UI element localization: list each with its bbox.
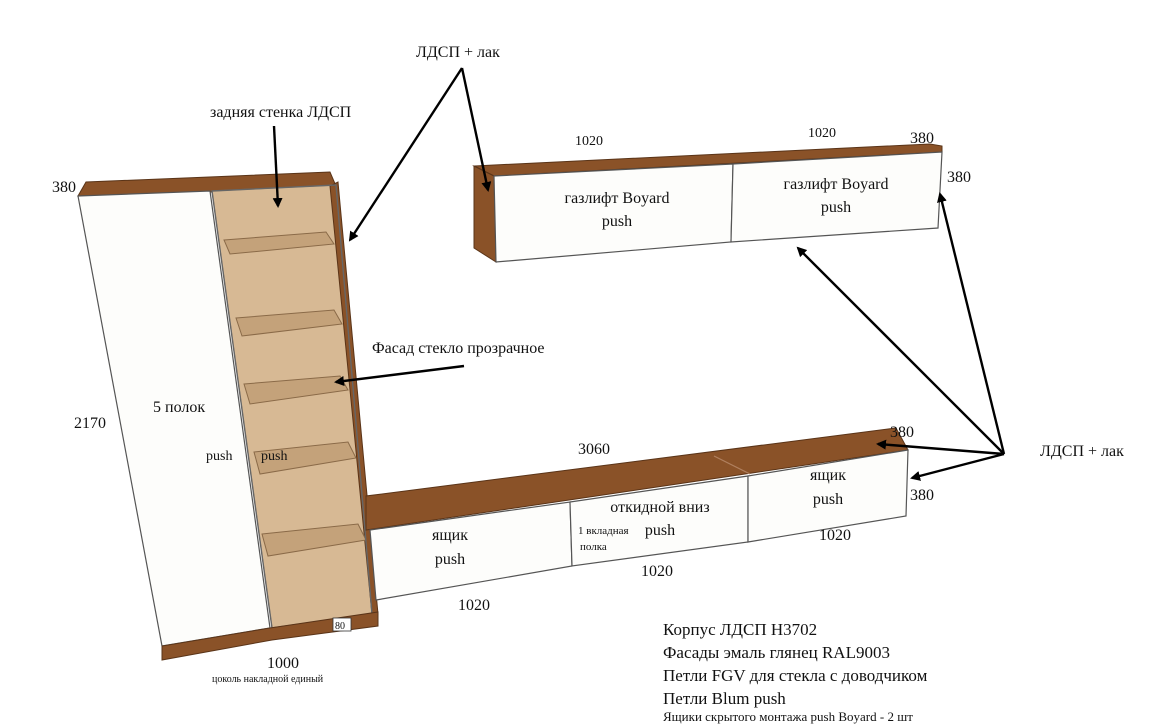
base-total-width-label: 3060 [578, 441, 610, 458]
shelf-2 [235, 309, 343, 337]
shelves-count-label: 5 полок [153, 399, 205, 416]
base-mid-label-line1: откидной вниз [610, 499, 709, 516]
spec-note-facades: Фасады эмаль глянец RAL9003 [663, 643, 890, 662]
arrow-side-to-wall-right [937, 192, 1006, 455]
arrow-top-to-tall [348, 67, 464, 242]
base-left-label-line1: ящик [432, 527, 468, 544]
tall-height-label: 2170 [74, 415, 106, 432]
base-mid-note-line2: полка [580, 541, 607, 553]
arrow-side-to-wall-mid [796, 246, 1005, 455]
tall-cabinet [77, 171, 379, 661]
base-unit [365, 427, 909, 601]
wall-right-label-line2: push [821, 199, 851, 216]
callout-back-wall: задняя стенка ЛДСП [210, 104, 352, 121]
shelf-1 [223, 231, 335, 255]
callout-arrows [272, 67, 1006, 481]
base-right-label-line1: ящик [810, 467, 846, 484]
base-unit-top-joint [713, 455, 751, 475]
push-right-label: push [261, 449, 287, 464]
arrow-back-wall [272, 125, 283, 208]
callout-side-material: ЛДСП + лак [1040, 443, 1124, 460]
plinth-height-label: 80 [335, 621, 345, 632]
plinth-note-label: цоколь накладной единый [212, 674, 324, 685]
wall-width-right-label: 1020 [808, 126, 836, 141]
wall-units [472, 143, 943, 263]
plinth-height-box [332, 617, 352, 632]
wall-unit-right-front [730, 151, 943, 243]
wall-left-label-line2: push [602, 213, 632, 230]
spec-note-push-hinges: Петли Blum push [663, 689, 786, 708]
base-left-label-line2: push [435, 551, 465, 568]
base-drawer-right [747, 449, 909, 543]
tall-cabinet-shelves [223, 231, 367, 557]
wall-right-label-line1: газлифт Boyard [784, 176, 889, 193]
spec-notes: Корпус ЛДСП H3702 Фасады эмаль глянец RA… [663, 618, 927, 724]
shelf-4 [253, 441, 357, 475]
shelf-3 [243, 375, 349, 405]
spec-note-body: Корпус ЛДСП H3702 [663, 620, 818, 639]
spec-note-glass-hinges: Петли FGV для стекла с доводчиком [663, 666, 928, 685]
tall-width-label: 1000 [267, 655, 299, 672]
push-left-label: push [206, 449, 232, 464]
arrow-side-to-base-right [910, 452, 1005, 481]
base-width-left-label: 1020 [458, 597, 490, 614]
labels: задняя стенка ЛДСП ЛДСП + лак Фасад стек… [52, 44, 1124, 685]
base-mid-label-line2: push [645, 522, 675, 539]
callout-top-material: ЛДСП + лак [416, 44, 500, 61]
base-width-mid-label: 1020 [641, 563, 673, 580]
spec-note-drawers: Ящики скрытого монтажа push Boyard - 2 ш… [663, 709, 913, 724]
tall-cabinet-plinth [161, 611, 379, 661]
wall-width-left-label: 1020 [575, 134, 603, 149]
wall-depth-top-label: 380 [910, 130, 934, 147]
base-mid-note-line1: 1 вкладная [578, 525, 629, 537]
wall-depth-side-label: 380 [947, 169, 971, 186]
base-right-label-line2: push [813, 491, 843, 508]
base-width-right-label: 1020 [819, 527, 851, 544]
callout-glass-facade: Фасад стекло прозрачное [372, 340, 544, 357]
base-depth-side-label: 380 [910, 487, 934, 504]
arrow-side-to-base-top [876, 439, 1005, 456]
wall-left-label-line1: газлифт Boyard [565, 190, 670, 207]
arrow-top-to-wall [460, 67, 492, 192]
base-depth-top-label: 380 [890, 424, 914, 441]
tall-depth-label: 380 [52, 179, 76, 196]
arrow-glass [334, 364, 465, 386]
